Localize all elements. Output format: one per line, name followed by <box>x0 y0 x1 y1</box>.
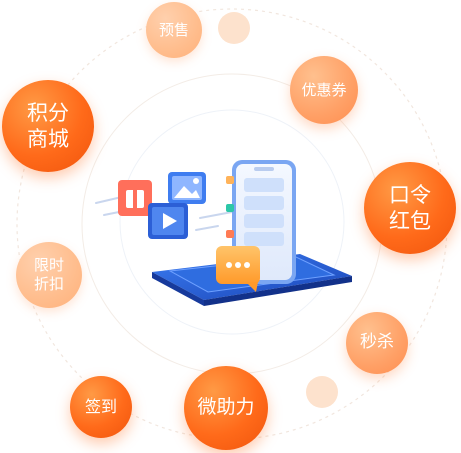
points-mall-bubble[interactable]: 积分 商城 <box>2 80 94 172</box>
gift-icon <box>118 180 152 216</box>
presale-label: 预售 <box>158 20 189 39</box>
check-in-label: 签到 <box>84 397 117 416</box>
decorative-dot <box>306 376 338 408</box>
presale-bubble[interactable]: 预售 <box>146 2 202 58</box>
red-packet-bubble[interactable]: 口令 红包 <box>364 162 456 254</box>
coupon-bubble[interactable]: 优惠券 <box>290 56 358 124</box>
flash-sale-bubble[interactable]: 秒杀 <box>346 312 408 374</box>
coupon-label: 优惠券 <box>301 80 347 99</box>
check-in-bubble[interactable]: 签到 <box>70 376 132 438</box>
flash-sale-label: 秒杀 <box>360 332 394 353</box>
video-play-icon <box>148 203 188 239</box>
decorative-dot <box>218 12 250 44</box>
limited-discount-bubble[interactable]: 限时 折扣 <box>16 242 82 308</box>
chat-bubble-icon <box>216 246 260 292</box>
points-mall-label: 积分 商城 <box>27 100 69 151</box>
helper-label: 微助力 <box>197 396 255 419</box>
limited-discount-label: 限时 折扣 <box>33 256 64 293</box>
image-icon <box>168 172 206 204</box>
red-packet-label: 口令 红包 <box>389 182 431 233</box>
helper-bubble[interactable]: 微助力 <box>184 366 268 450</box>
